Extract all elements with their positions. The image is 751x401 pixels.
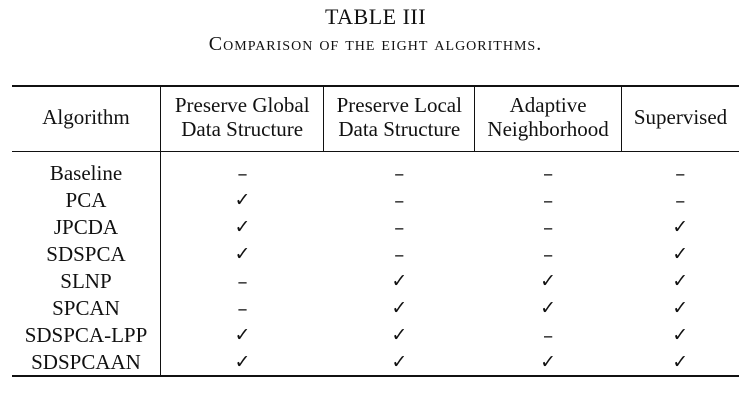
cell-adaptive: ✓ [474, 348, 622, 378]
cell-supervised: ✓ [672, 323, 689, 346]
cell-adaptive: – [543, 322, 554, 347]
cell-local: ✓ [391, 270, 408, 292]
header-adaptive-line1: Adaptive [509, 93, 587, 117]
header-adaptive-line2: Neighborhood [487, 117, 609, 141]
table-row: SPCAN – ✓ ✓ ✓ [12, 294, 739, 322]
table-caption-subtitle: Comparison of the eight algorithms. [208, 33, 543, 55]
cell-global: – [159, 267, 324, 295]
header-algorithm: Algorithm [12, 86, 160, 152]
header-algorithm-label: Algorithm [42, 105, 130, 129]
cell-supervised: ✓ [672, 270, 689, 292]
cell-supervised: ✓ [621, 348, 739, 378]
cell-local: ✓ [391, 296, 408, 319]
algorithm-name: SDSPCA [46, 242, 126, 267]
header-supervised-label: Supervised [633, 105, 728, 129]
cell-global: ✓ [159, 186, 324, 214]
cell-supervised: ✓ [672, 216, 689, 239]
algorithm-name: SPCAN [52, 295, 120, 320]
cell-supervised: ✓ [672, 243, 689, 266]
header-adaptive-neighborhood: Adaptive Neighborhood [474, 86, 622, 152]
algorithm-name: PCA [65, 188, 107, 213]
table-caption-title: TABLE III [324, 4, 427, 29]
cell-adaptive: – [543, 188, 554, 213]
table-row: SDSPCA ✓ – – ✓ [12, 240, 739, 268]
cell-supervised: ✓ [672, 296, 689, 319]
table-row: PCA ✓ – – – [12, 186, 739, 214]
header-preserve-global: Preserve Global Data Structure [159, 86, 324, 152]
comparison-table: Algorithm Preserve Global Data Structure… [12, 85, 739, 378]
algorithm-name: JPCDA [53, 215, 119, 240]
table-row: SLNP – ✓ ✓ ✓ [12, 267, 739, 295]
cell-global: ✓ [159, 348, 324, 378]
cell-supervised: – [675, 188, 686, 213]
header-preserve-local-line2: Data Structure [338, 117, 461, 141]
cell-adaptive: – [543, 215, 554, 240]
cell-local: – [394, 242, 405, 267]
cell-global: ✓ [159, 213, 324, 241]
cell-local: ✓ [391, 323, 408, 346]
header-preserve-global-line2: Data Structure [181, 117, 304, 141]
algorithm-name: SLNP [60, 269, 112, 293]
cell-adaptive: – [543, 161, 554, 186]
table-row: SDSPCA-LPP ✓ ✓ – ✓ [12, 321, 739, 349]
table-row: SDSPCAAN ✓ ✓ ✓ ✓ [12, 348, 739, 378]
cell-supervised: – [675, 161, 686, 186]
table-row: JPCDA ✓ – – ✓ [12, 213, 739, 241]
header-preserve-local: Preserve Local Data Structure [323, 86, 475, 152]
cell-global: – [159, 294, 324, 322]
cell-adaptive: ✓ [540, 296, 557, 319]
table-row: Baseline – – – – [12, 151, 739, 187]
cell-global: ✓ [159, 240, 324, 268]
algorithm-name: SDSPCA-LPP [24, 322, 148, 347]
cell-adaptive: ✓ [540, 270, 557, 292]
header-preserve-global-line1: Preserve Global [174, 93, 310, 117]
cell-local: – [394, 215, 405, 240]
algorithm-name: SDSPCAAN [12, 348, 161, 378]
cell-global: – [159, 151, 324, 187]
cell-adaptive: – [543, 242, 554, 267]
cell-local: – [394, 188, 405, 213]
header-supervised: Supervised [621, 86, 739, 152]
cell-global: ✓ [159, 321, 324, 349]
header-preserve-local-line1: Preserve Local [336, 93, 462, 117]
cell-local: – [394, 161, 405, 186]
cell-local: ✓ [323, 348, 475, 378]
algorithm-name: Baseline [49, 161, 123, 186]
table-header-row: Algorithm Preserve Global Data Structure… [12, 86, 739, 152]
